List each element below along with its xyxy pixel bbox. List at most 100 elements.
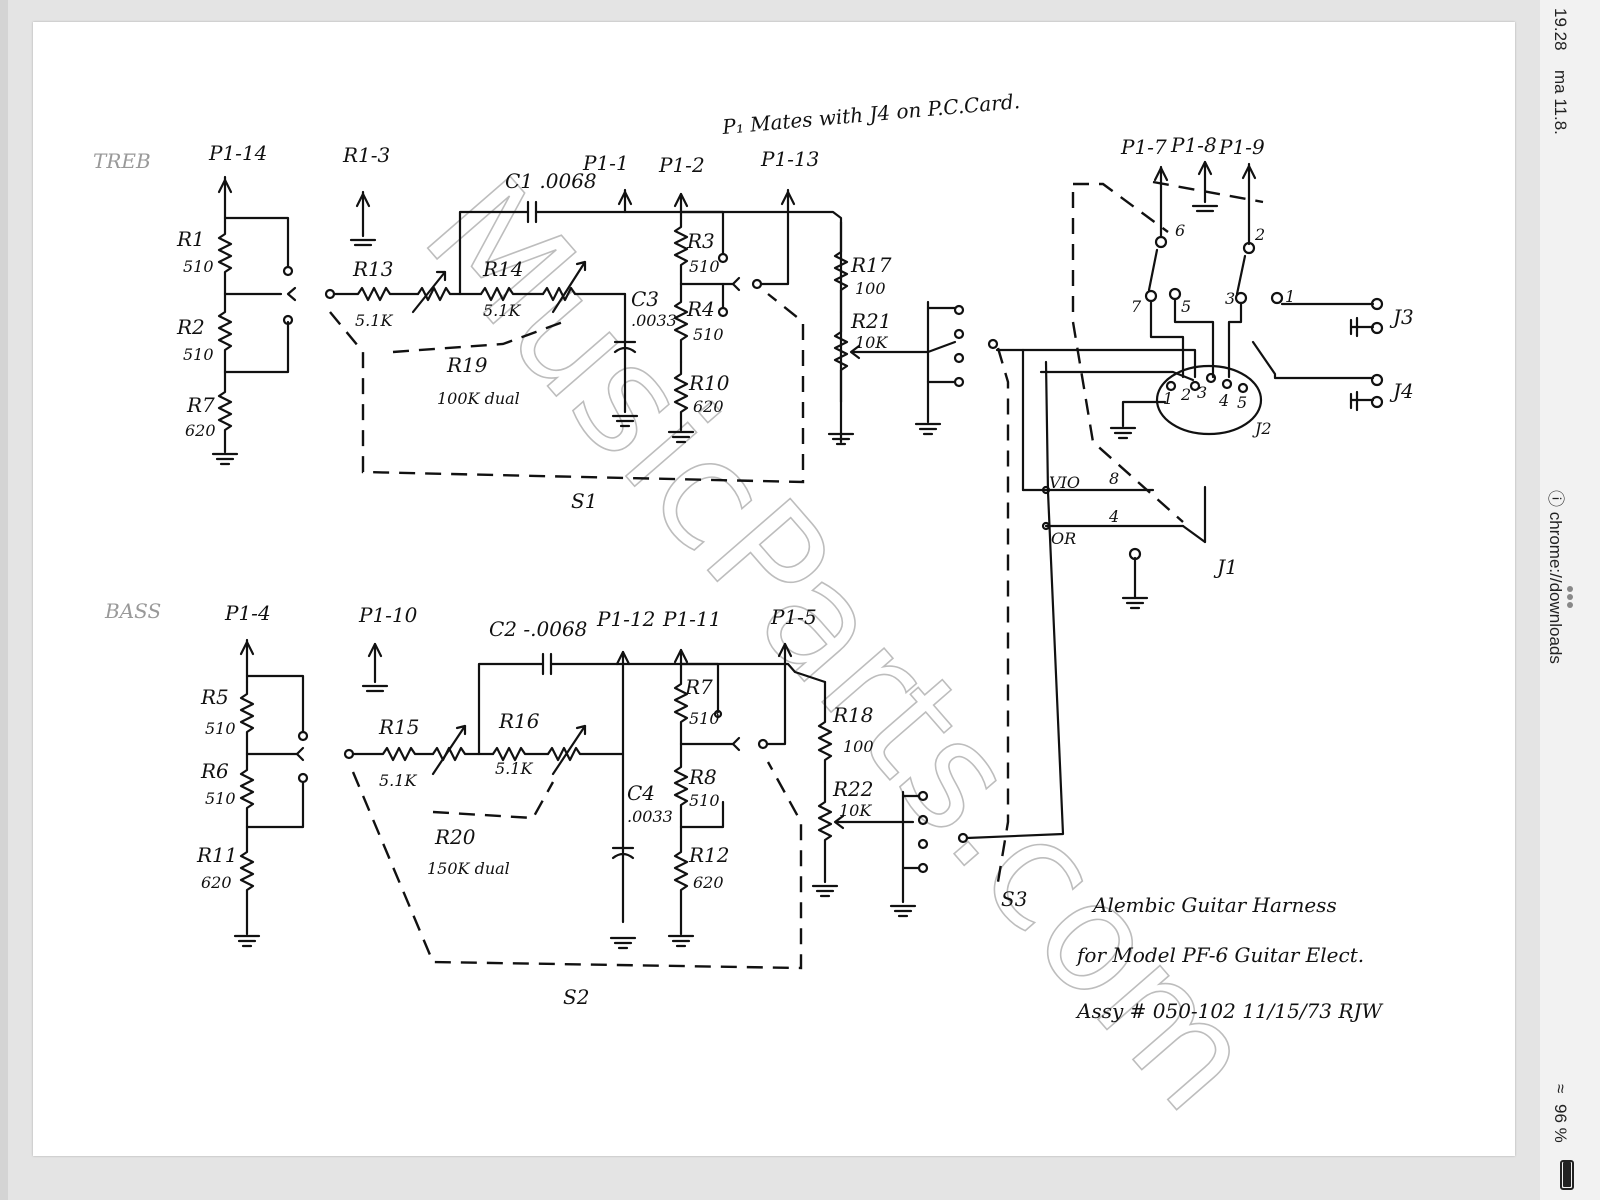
r8-label: R8	[688, 765, 717, 789]
r12-value: 620	[693, 873, 724, 892]
switch-pin-5: 5	[1181, 297, 1191, 316]
pin-label-p1-10: P1-10	[358, 603, 418, 627]
bass-r7-value: 510	[689, 709, 720, 728]
status-bar: 19.28 ma 11.8. ⓘ chrome://downloads ≈ 96…	[1540, 0, 1600, 1200]
j1-pin-vio: VIO	[1049, 473, 1080, 492]
battery-percent: 96 %	[1551, 1104, 1570, 1143]
r5-value: 510	[205, 719, 236, 738]
r19-linkage	[392, 320, 564, 354]
url-indicator[interactable]: ⓘ chrome://downloads	[1545, 490, 1570, 664]
r21-value: 10K	[855, 333, 888, 352]
status-time: 19.28	[1551, 8, 1570, 51]
s1-label: S1	[571, 489, 597, 513]
r1-value: 510	[183, 257, 214, 276]
r1-label: R1	[176, 227, 205, 251]
treble-left-ladder	[211, 175, 377, 466]
schematic-drawing: MusicParts.com P₁ Mates with J4 on P.C.C…	[93, 89, 1414, 1144]
r11-label: R11	[196, 843, 238, 867]
pin-label-p1-9: P1-9	[1218, 135, 1265, 159]
wifi-icon: ≈	[1551, 1084, 1570, 1094]
title-line-3: Assy # 050-102 11/15/73 RJW	[1075, 999, 1383, 1023]
pin-label-p1-1: P1-1	[582, 151, 629, 175]
pin-label-p1-12: P1-12	[596, 607, 655, 631]
r20-value: 150K dual	[427, 859, 510, 878]
r10-label: R10	[688, 371, 730, 395]
r16-label: R16	[498, 709, 540, 733]
r14-label: R14	[482, 257, 524, 281]
pin-label-r1-3: R1-3	[342, 143, 390, 167]
r22-label: R22	[832, 777, 874, 801]
r15-label: R15	[378, 715, 420, 739]
title-line-1: Alembic Guitar Harness	[1091, 893, 1337, 917]
r4-value: 510	[693, 325, 724, 344]
pin-label-p1-11: P1-11	[662, 607, 721, 631]
r14-value: 5.1K	[483, 301, 521, 320]
pin-label-p1-7: P1-7	[1120, 135, 1167, 159]
r19-label: R19	[446, 353, 488, 377]
bass-section-label: BASS	[104, 599, 161, 623]
switch-pin-1: 1	[1285, 287, 1295, 306]
s3-switch-treble	[914, 300, 999, 436]
pin-label-p1-4: P1-4	[224, 601, 271, 625]
s3-label: S3	[1001, 887, 1027, 911]
r8-value: 510	[689, 791, 720, 810]
title-line-2: for Model PF-6 Guitar Elect.	[1075, 943, 1364, 967]
r4-label: R4	[686, 297, 715, 321]
c1-label: C1 .0068	[505, 169, 597, 193]
pin-label-p1-8: P1-8	[1170, 133, 1217, 157]
r10-value: 620	[693, 397, 724, 416]
r2-label: R2	[176, 315, 205, 339]
switch-pin-7: 7	[1131, 297, 1142, 316]
r2-value: 510	[183, 345, 214, 364]
r17-label: R17	[850, 253, 892, 277]
j1-pin-4: 4	[1108, 507, 1119, 526]
j2-pin-1: 1	[1163, 389, 1173, 408]
three-dots-icon[interactable]	[1560, 584, 1580, 614]
r6-label: R6	[200, 759, 229, 783]
status-date: ma 11.8.	[1551, 70, 1570, 135]
treble-main-rail	[332, 188, 930, 446]
battery-icon	[1560, 1160, 1574, 1190]
switch-pin-6: 6	[1175, 221, 1185, 240]
j2-pin-4: 4	[1218, 391, 1229, 410]
pdf-viewer: MusicParts.com P₁ Mates with J4 on P.C.C…	[0, 0, 1515, 1200]
r13-value: 5.1K	[355, 311, 393, 330]
s2-label: S2	[563, 985, 589, 1009]
r22-value: 10K	[839, 801, 872, 820]
s3-switch-bass	[889, 790, 969, 918]
j1-pin-or: OR	[1051, 529, 1076, 548]
r7-label: R7	[186, 393, 215, 417]
c3-value: .0033	[631, 311, 677, 330]
r13-label: R13	[352, 257, 394, 281]
j4-label: J4	[1389, 379, 1414, 403]
c3-label: C3	[631, 287, 659, 311]
c4-value: .0033	[627, 807, 673, 826]
pin-label-p1-2: P1-2	[658, 153, 705, 177]
s2-linkage	[351, 761, 803, 970]
c4-label: C4	[627, 781, 655, 805]
r6-value: 510	[205, 789, 236, 808]
switch-pin-2: 2	[1254, 225, 1265, 244]
s1-linkage	[329, 293, 805, 484]
j2-pin-3: 3	[1197, 383, 1207, 402]
r12-label: R12	[688, 843, 730, 867]
s3-linkage	[996, 347, 1010, 883]
r18-value: 100	[843, 737, 874, 756]
pin-label-p1-5: P1-5	[770, 605, 817, 629]
pin-label-p1-14: P1-14	[208, 141, 267, 165]
j1-pin-8: 8	[1109, 469, 1119, 488]
j2-label: J2	[1252, 419, 1272, 438]
r16-value: 5.1K	[495, 759, 533, 778]
info-circle-icon: ⓘ	[1546, 490, 1565, 507]
left-edge	[0, 0, 8, 1200]
r5-label: R5	[200, 685, 229, 709]
r11-value: 620	[201, 873, 232, 892]
r20-label: R20	[434, 825, 476, 849]
r7-value: 620	[185, 421, 216, 440]
j-dash-2	[1071, 192, 1184, 523]
j2-pin-2: 2	[1180, 385, 1191, 404]
bass-r7-label: R7	[684, 675, 713, 699]
c2-label: C2 -.0068	[489, 617, 587, 641]
r3-label: R3	[686, 229, 715, 253]
j3-label: J3	[1389, 305, 1414, 329]
